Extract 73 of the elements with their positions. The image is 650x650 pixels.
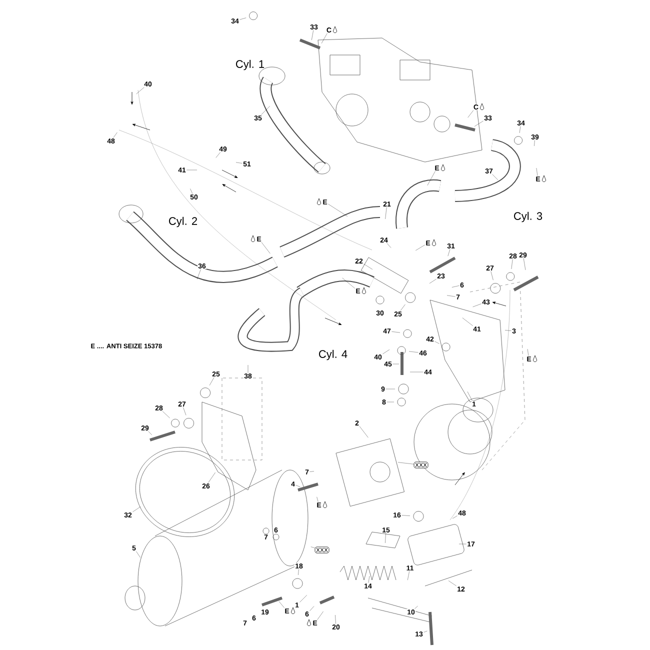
leader-line: [448, 249, 450, 256]
cylinder-label: Cyl. 2: [169, 216, 198, 228]
leader-line: [385, 533, 386, 544]
leader-line: [148, 431, 152, 435]
leader-line: [429, 278, 436, 284]
leader-line: [519, 126, 521, 134]
leader-line: [113, 132, 118, 138]
leader-line: [261, 106, 270, 115]
leader-line: [416, 244, 425, 251]
leader-line: [310, 606, 314, 612]
leader-line: [300, 595, 307, 602]
leader-line: [359, 426, 368, 438]
leader-line: [368, 576, 370, 583]
leader-line: [511, 259, 513, 270]
leader-line: [136, 87, 144, 94]
leader-line: [296, 485, 300, 487]
leader-line: [408, 571, 410, 580]
leader-line: [236, 162, 242, 164]
leader-line: [474, 120, 484, 126]
leader-line: [208, 472, 216, 483]
leader-line: [317, 611, 324, 620]
leader-line: [434, 341, 440, 344]
leader-line: [298, 569, 299, 576]
leader-line: [400, 304, 406, 311]
leader-line: [523, 258, 526, 270]
leader-line: [467, 392, 472, 401]
leader-line: [190, 188, 193, 194]
leader-line: [321, 33, 328, 44]
leader-line: [534, 140, 535, 146]
leader-line: [452, 286, 460, 288]
leader-line: [310, 546, 315, 548]
leader-line: [504, 330, 512, 331]
leader-line: [398, 462, 414, 464]
leader-line: [427, 171, 436, 186]
leader-line: [527, 348, 529, 356]
cylinder-label: Cyl. 3: [514, 212, 542, 222]
leader-line: [490, 271, 494, 280]
leader-line: [386, 243, 392, 248]
leader-line: [342, 278, 355, 288]
leader-line: [278, 601, 284, 608]
leader-line: [310, 471, 314, 472]
leader-line: [492, 174, 498, 180]
leader-line: [536, 168, 538, 176]
leader-line: [448, 580, 456, 586]
leader-line: [364, 264, 373, 270]
cylinder-label: Cyl. 4: [319, 350, 348, 360]
leader-line: [328, 204, 348, 216]
leader-line: [414, 606, 418, 609]
leader-line: [408, 351, 418, 353]
leader-line: [392, 331, 400, 333]
leader-line: [382, 350, 390, 354]
leader-line: [261, 242, 270, 254]
leader-line: [162, 411, 170, 418]
leader-line: [312, 30, 314, 40]
leader-line: [216, 152, 220, 158]
leader-line: [316, 496, 318, 502]
leader-line: [386, 388, 396, 390]
leader-line: [468, 110, 474, 118]
leader-line: [402, 515, 410, 516]
leader-line: [472, 304, 482, 307]
leader-line: [183, 407, 186, 416]
leader-line: [136, 551, 140, 558]
leader-line: [385, 207, 387, 220]
leader-line: [335, 614, 336, 624]
leader-line: [462, 318, 473, 326]
leader-line: [424, 630, 428, 632]
leader-line: [446, 295, 456, 297]
leader-line: [197, 269, 201, 280]
leader-line: [132, 506, 141, 512]
leader-line: [209, 377, 214, 386]
cylinder-label: Cyl. 1: [236, 60, 264, 70]
leader-line: [452, 516, 458, 519]
leader-line: [240, 18, 246, 20]
